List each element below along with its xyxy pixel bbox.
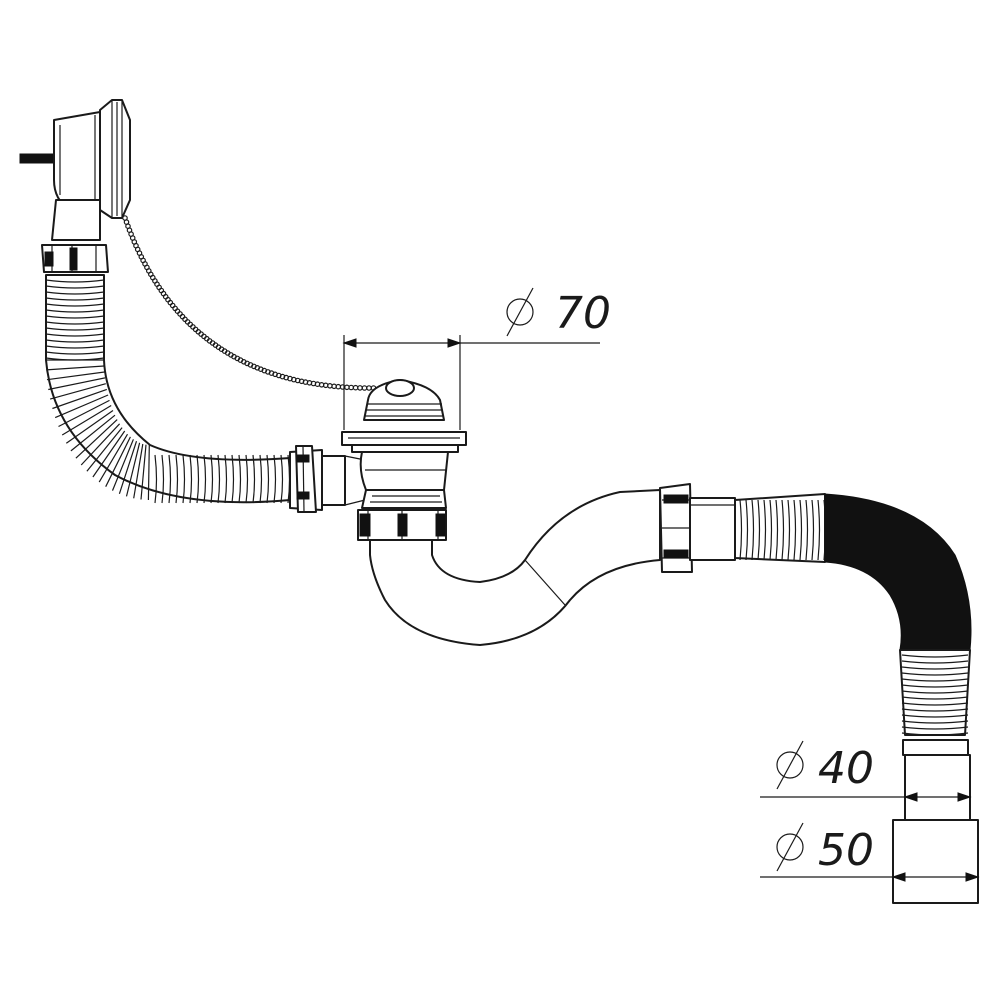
dimension-40-label: 40 — [818, 743, 874, 794]
dimension-70: 70 — [342, 287, 611, 430]
overflow-corrugated-hose — [45, 274, 291, 504]
overflow-elbow — [51, 199, 101, 241]
overflow-assembly — [19, 99, 131, 273]
outlet-cuff — [892, 739, 979, 904]
dimension-40: 40 — [760, 740, 972, 802]
s-trap — [369, 489, 661, 646]
overflow-cover — [99, 99, 131, 219]
dimension-70-label: 70 — [555, 288, 611, 339]
outlet-nut — [659, 483, 736, 573]
side-inlet-nut — [289, 445, 366, 513]
plug-chain — [122, 215, 377, 391]
outlet-corrugated-hose — [734, 493, 972, 736]
bath-drain — [341, 379, 467, 541]
overflow-body — [53, 111, 101, 211]
hose-dark-bend — [824, 493, 972, 651]
overflow-rod — [19, 153, 55, 164]
dimension-50-label: 50 — [818, 825, 874, 876]
dimension-50: 50 — [760, 822, 980, 882]
